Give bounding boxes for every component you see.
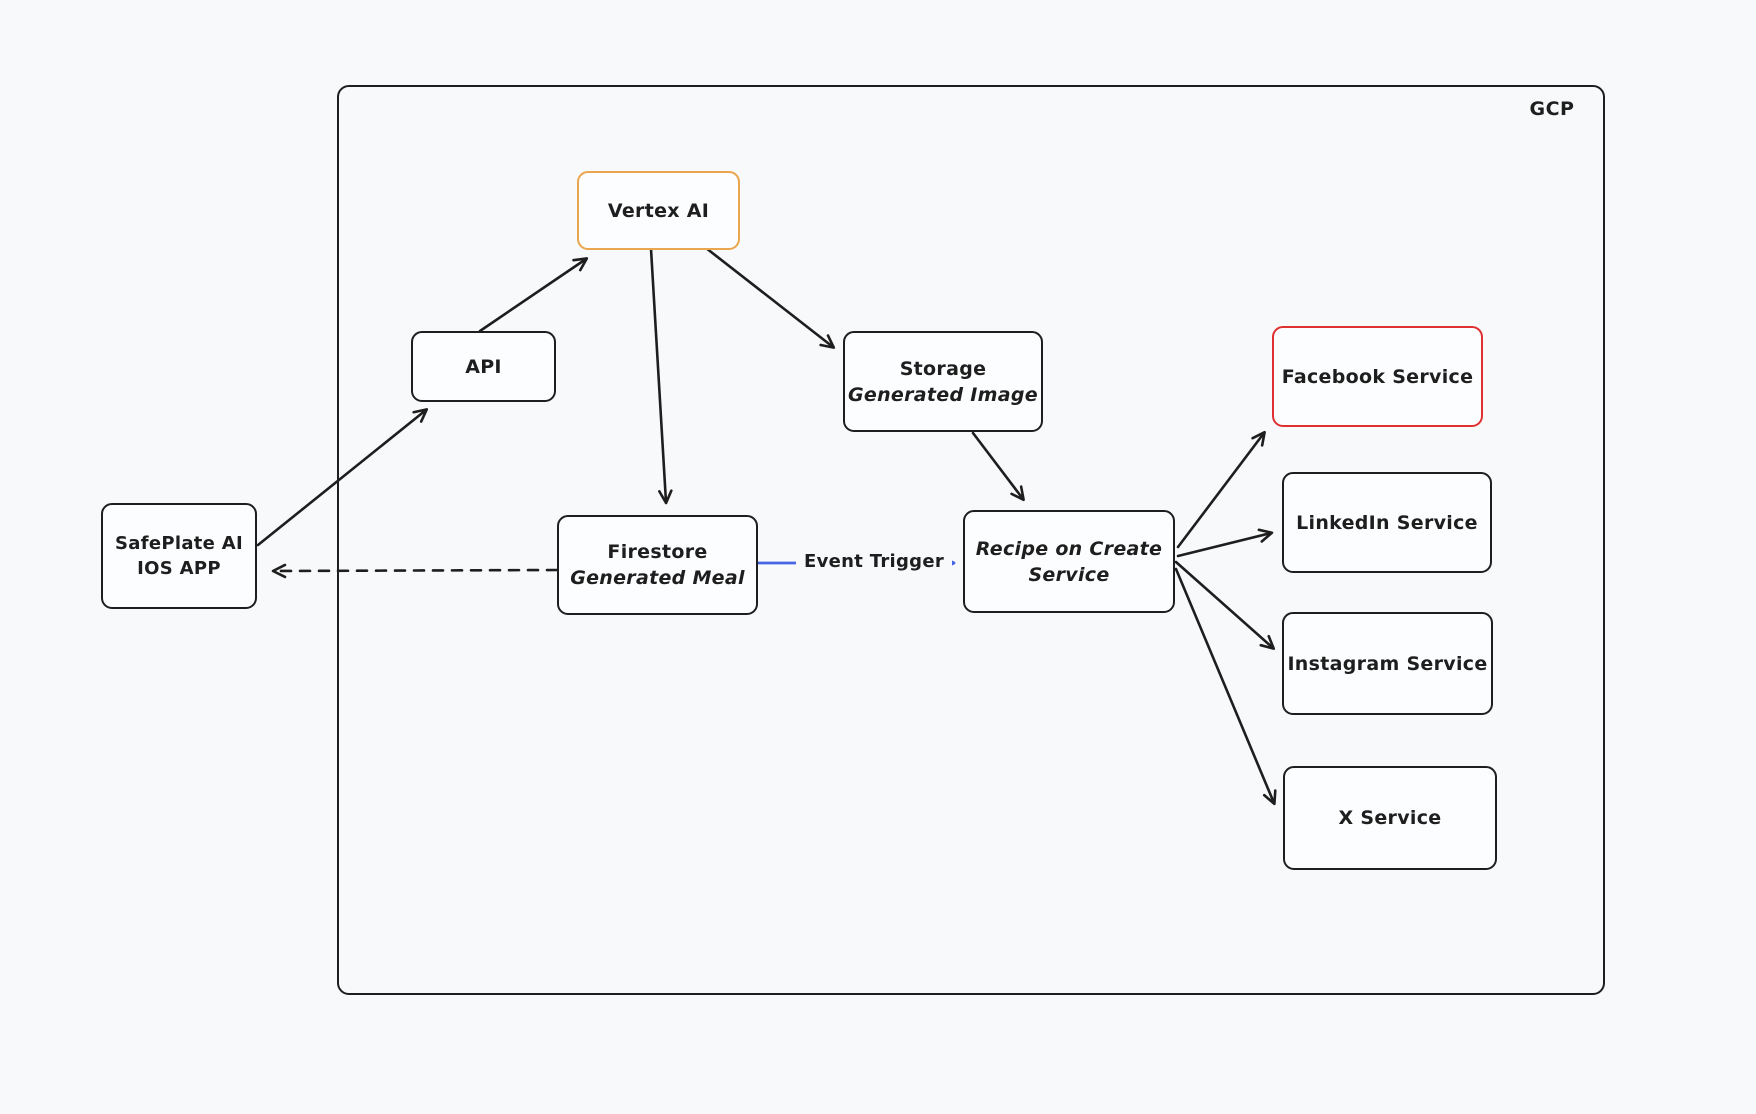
node-xservice-label: X Service <box>1338 807 1442 829</box>
node-safeplate-line1: SafePlate AI <box>115 533 243 554</box>
node-storage-line2: Generated Image <box>848 383 1038 406</box>
node-api-label: API <box>465 355 502 378</box>
node-firestore-generated-meal[interactable]: Firestore Generated Meal <box>557 515 758 615</box>
gcp-frame-label: GCP <box>1529 98 1575 120</box>
event-trigger-label: Event Trigger <box>796 549 953 574</box>
node-instagram-label: Instagram Service <box>1287 652 1488 675</box>
node-firestore-line2: Generated Meal <box>570 567 745 589</box>
node-vertex-ai[interactable]: Vertex AI <box>577 171 740 250</box>
node-facebook-service[interactable]: Facebook Service <box>1272 326 1483 427</box>
node-storage-generated-image[interactable]: Storage Generated Image <box>843 331 1043 432</box>
node-safeplate-ios-app[interactable]: SafePlate AI IOS APP <box>101 503 257 609</box>
node-recipe-on-create-service[interactable]: Recipe on Create Service <box>963 510 1175 613</box>
node-api[interactable]: API <box>411 331 556 402</box>
node-storage-line1: Storage <box>899 357 987 380</box>
node-linkedin-service[interactable]: LinkedIn Service <box>1282 472 1492 573</box>
node-facebook-label: Facebook Service <box>1281 365 1474 388</box>
node-vertex-label: Vertex AI <box>607 199 710 222</box>
node-x-service[interactable]: X Service <box>1283 766 1497 870</box>
node-instagram-service[interactable]: Instagram Service <box>1282 612 1493 715</box>
node-safeplate-line2: IOS APP <box>137 558 221 579</box>
node-firestore-line1: Firestore <box>607 541 708 563</box>
node-recipe-line2: Service <box>1028 563 1110 586</box>
node-linkedin-label: LinkedIn Service <box>1296 511 1478 534</box>
node-recipe-line1: Recipe on Create <box>975 537 1163 560</box>
